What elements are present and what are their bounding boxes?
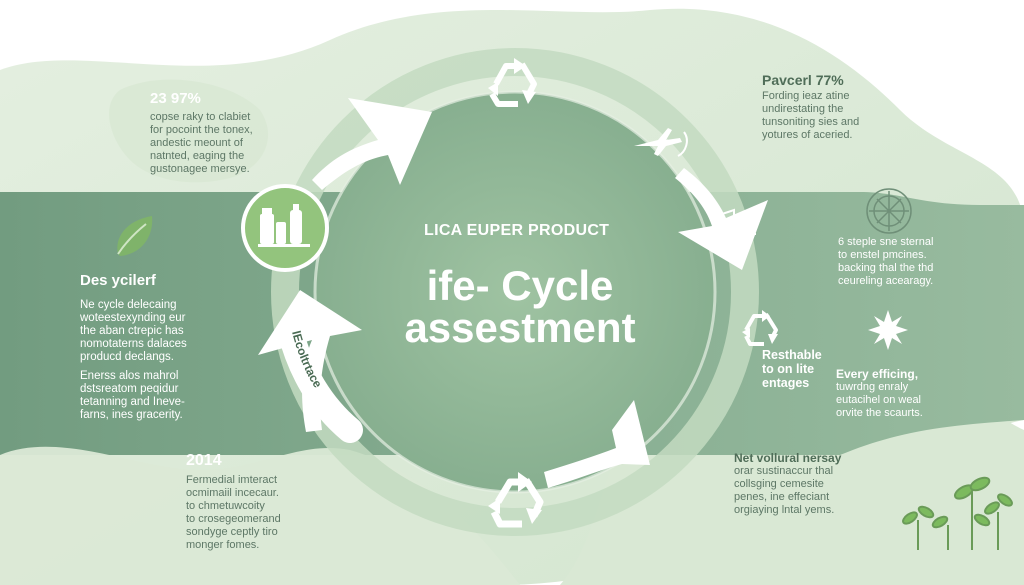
top-right-stat: Pavcerl 77% bbox=[762, 72, 844, 88]
left-lower-text: Enerss alos mahrol dstsreatom peqidur te… bbox=[80, 370, 185, 421]
arrow-top-left bbox=[312, 98, 432, 190]
arrow-label-svg: lEcoltrtace bbox=[289, 329, 325, 390]
center-subtitle: LICA EUPER PRODUCT bbox=[424, 222, 610, 239]
top-right-block: Pavcerl 77% Fording ieaz atine undiresta… bbox=[762, 72, 859, 142]
bottom-left-year: 2014 bbox=[186, 452, 222, 469]
globe-outline-icon bbox=[866, 188, 912, 234]
inner-core bbox=[315, 92, 715, 492]
bottom-right-text: Net vollural nersay orar sustinaccur tha… bbox=[734, 451, 842, 517]
recycle-icon-bottom bbox=[488, 472, 544, 528]
center-title-line2: assestment bbox=[404, 304, 636, 351]
arrow-label: lEcoltrtace bbox=[289, 329, 325, 390]
bottom-left-text: Fermedial imteract ocmimaiil incecaur. t… bbox=[186, 474, 281, 551]
left-main-text: Ne cycle delecaing woteestexynding eur t… bbox=[80, 299, 187, 363]
bottom-left-block: 2014 Fermedial imteract ocmimaiil inceca… bbox=[186, 452, 281, 552]
top-left-text: copse raky to clabiet for pocoint the to… bbox=[150, 111, 253, 175]
mid-right-text: 6 steple sne sternal to enstel pmcines. … bbox=[838, 236, 934, 287]
product-bottles-icon bbox=[258, 204, 310, 247]
svg-text:lEcoltrtace: lEcoltrtace bbox=[289, 329, 325, 390]
sun-burst-icon bbox=[868, 310, 908, 350]
factory-icon bbox=[718, 208, 756, 235]
left-main-block: Des ycilerf Ne cycle delecaing woteestex… bbox=[80, 272, 187, 364]
top-left-blob bbox=[109, 79, 269, 183]
center-title-line1: ife- Cycle bbox=[426, 262, 614, 309]
recycle-small-icon bbox=[742, 310, 778, 346]
arrow-bottom bbox=[544, 400, 650, 488]
top-left-stat: 23 97% bbox=[150, 90, 201, 107]
recycle-icon-top bbox=[488, 58, 537, 107]
top-right-text: Fording ieaz atine undirestating the tun… bbox=[762, 90, 860, 141]
top-left-block: 23 97% copse raky to clabiet for pocoint… bbox=[150, 90, 253, 176]
airplane-icon bbox=[634, 128, 688, 157]
leaf-icon bbox=[117, 216, 153, 256]
left-main-heading: Des ycilerf bbox=[80, 272, 156, 289]
recyclable-text: Resthable to on lite entages bbox=[762, 348, 822, 390]
efficiency-text: Every efficing, tuwrdng enraly eutacihel… bbox=[836, 367, 923, 420]
sprouts bbox=[902, 476, 1013, 550]
